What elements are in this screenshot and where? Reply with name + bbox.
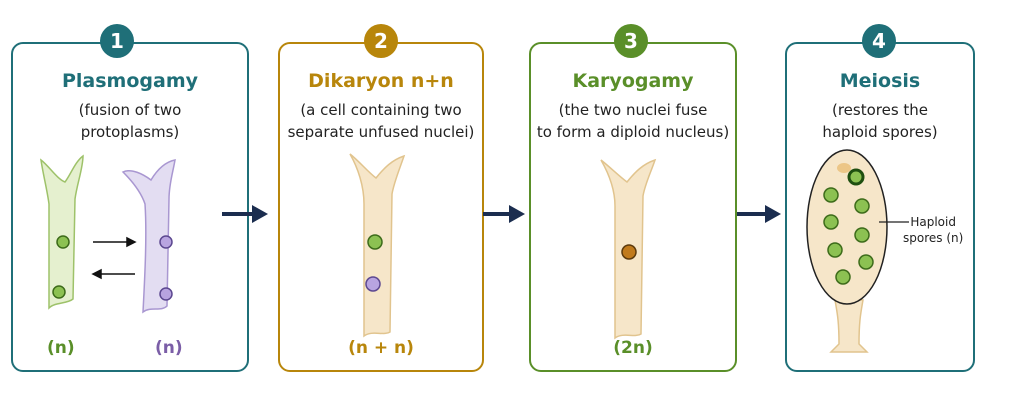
nucleus-green bbox=[367, 234, 383, 250]
exchange-arrows bbox=[91, 236, 137, 280]
step-1-subtitle: (fusion of two protoplasms) bbox=[78, 101, 182, 141]
ascus-stalk bbox=[829, 299, 869, 353]
step-1-card: Plasmogamy (fusion of two protoplasms) (… bbox=[11, 42, 249, 372]
dikaryon-cell-illustration bbox=[349, 153, 406, 338]
karyogamy-cell-illustration bbox=[600, 158, 657, 340]
nucleus-purple-1 bbox=[159, 235, 173, 249]
nucleus-purple-2 bbox=[159, 287, 173, 301]
spore bbox=[827, 242, 843, 258]
ascus-illustration bbox=[806, 149, 909, 353]
step-4-title: Meiosis bbox=[839, 70, 921, 92]
flow-arrow-1 bbox=[222, 205, 268, 223]
nucleus-green-2 bbox=[52, 285, 66, 299]
spore bbox=[823, 214, 839, 230]
step-4-subtitle: (restores the haploid spores) bbox=[822, 101, 938, 141]
step-1-ploidy-left: (n) bbox=[47, 338, 75, 358]
step-2-title: Dikaryon n+n bbox=[308, 70, 454, 92]
step-2-card: Dikaryon n+n (a cell containing two sepa… bbox=[278, 42, 484, 372]
spore bbox=[823, 187, 839, 203]
step-1-title: Plasmogamy bbox=[61, 70, 199, 92]
haploid-spores-label: Haploid spores (n) bbox=[903, 215, 964, 245]
nucleus-purple bbox=[365, 276, 381, 292]
step-1-number-badge: 1 bbox=[100, 24, 134, 58]
spore bbox=[854, 198, 870, 214]
step-1-ploidy-right: (n) bbox=[155, 338, 183, 358]
haploid-hypha-purple bbox=[121, 159, 176, 314]
step-3-number-badge: 3 bbox=[614, 24, 648, 58]
step-2-ploidy: (n + n) bbox=[348, 338, 414, 358]
haploid-spores bbox=[823, 187, 874, 285]
step-4-card: Meiosis (restores the haploid spores) Ha… bbox=[785, 42, 975, 372]
step-4-number-badge: 4 bbox=[862, 24, 896, 58]
plasmogamy-cells-illustration bbox=[40, 154, 176, 314]
nucleus-green-1 bbox=[56, 235, 70, 249]
spore-dark bbox=[847, 168, 865, 186]
step-3-subtitle: (the two nuclei fuse to form a diploid n… bbox=[536, 101, 730, 141]
step-2-number-badge: 2 bbox=[364, 24, 398, 58]
spore bbox=[835, 269, 851, 285]
spore bbox=[854, 227, 870, 243]
ascus-highlight bbox=[837, 163, 851, 173]
step-3-title: Karyogamy bbox=[572, 70, 694, 92]
spore bbox=[858, 254, 874, 270]
flow-arrow-2 bbox=[483, 205, 525, 223]
haploid-hypha-green bbox=[40, 154, 84, 310]
diploid-nucleus bbox=[621, 244, 637, 260]
step-3-ploidy: (2n) bbox=[613, 338, 653, 358]
step-2-subtitle: (a cell containing two separate unfused … bbox=[287, 101, 475, 141]
step-3-card: Karyogamy (the two nuclei fuse to form a… bbox=[529, 42, 737, 372]
flow-arrow-3 bbox=[737, 205, 781, 223]
